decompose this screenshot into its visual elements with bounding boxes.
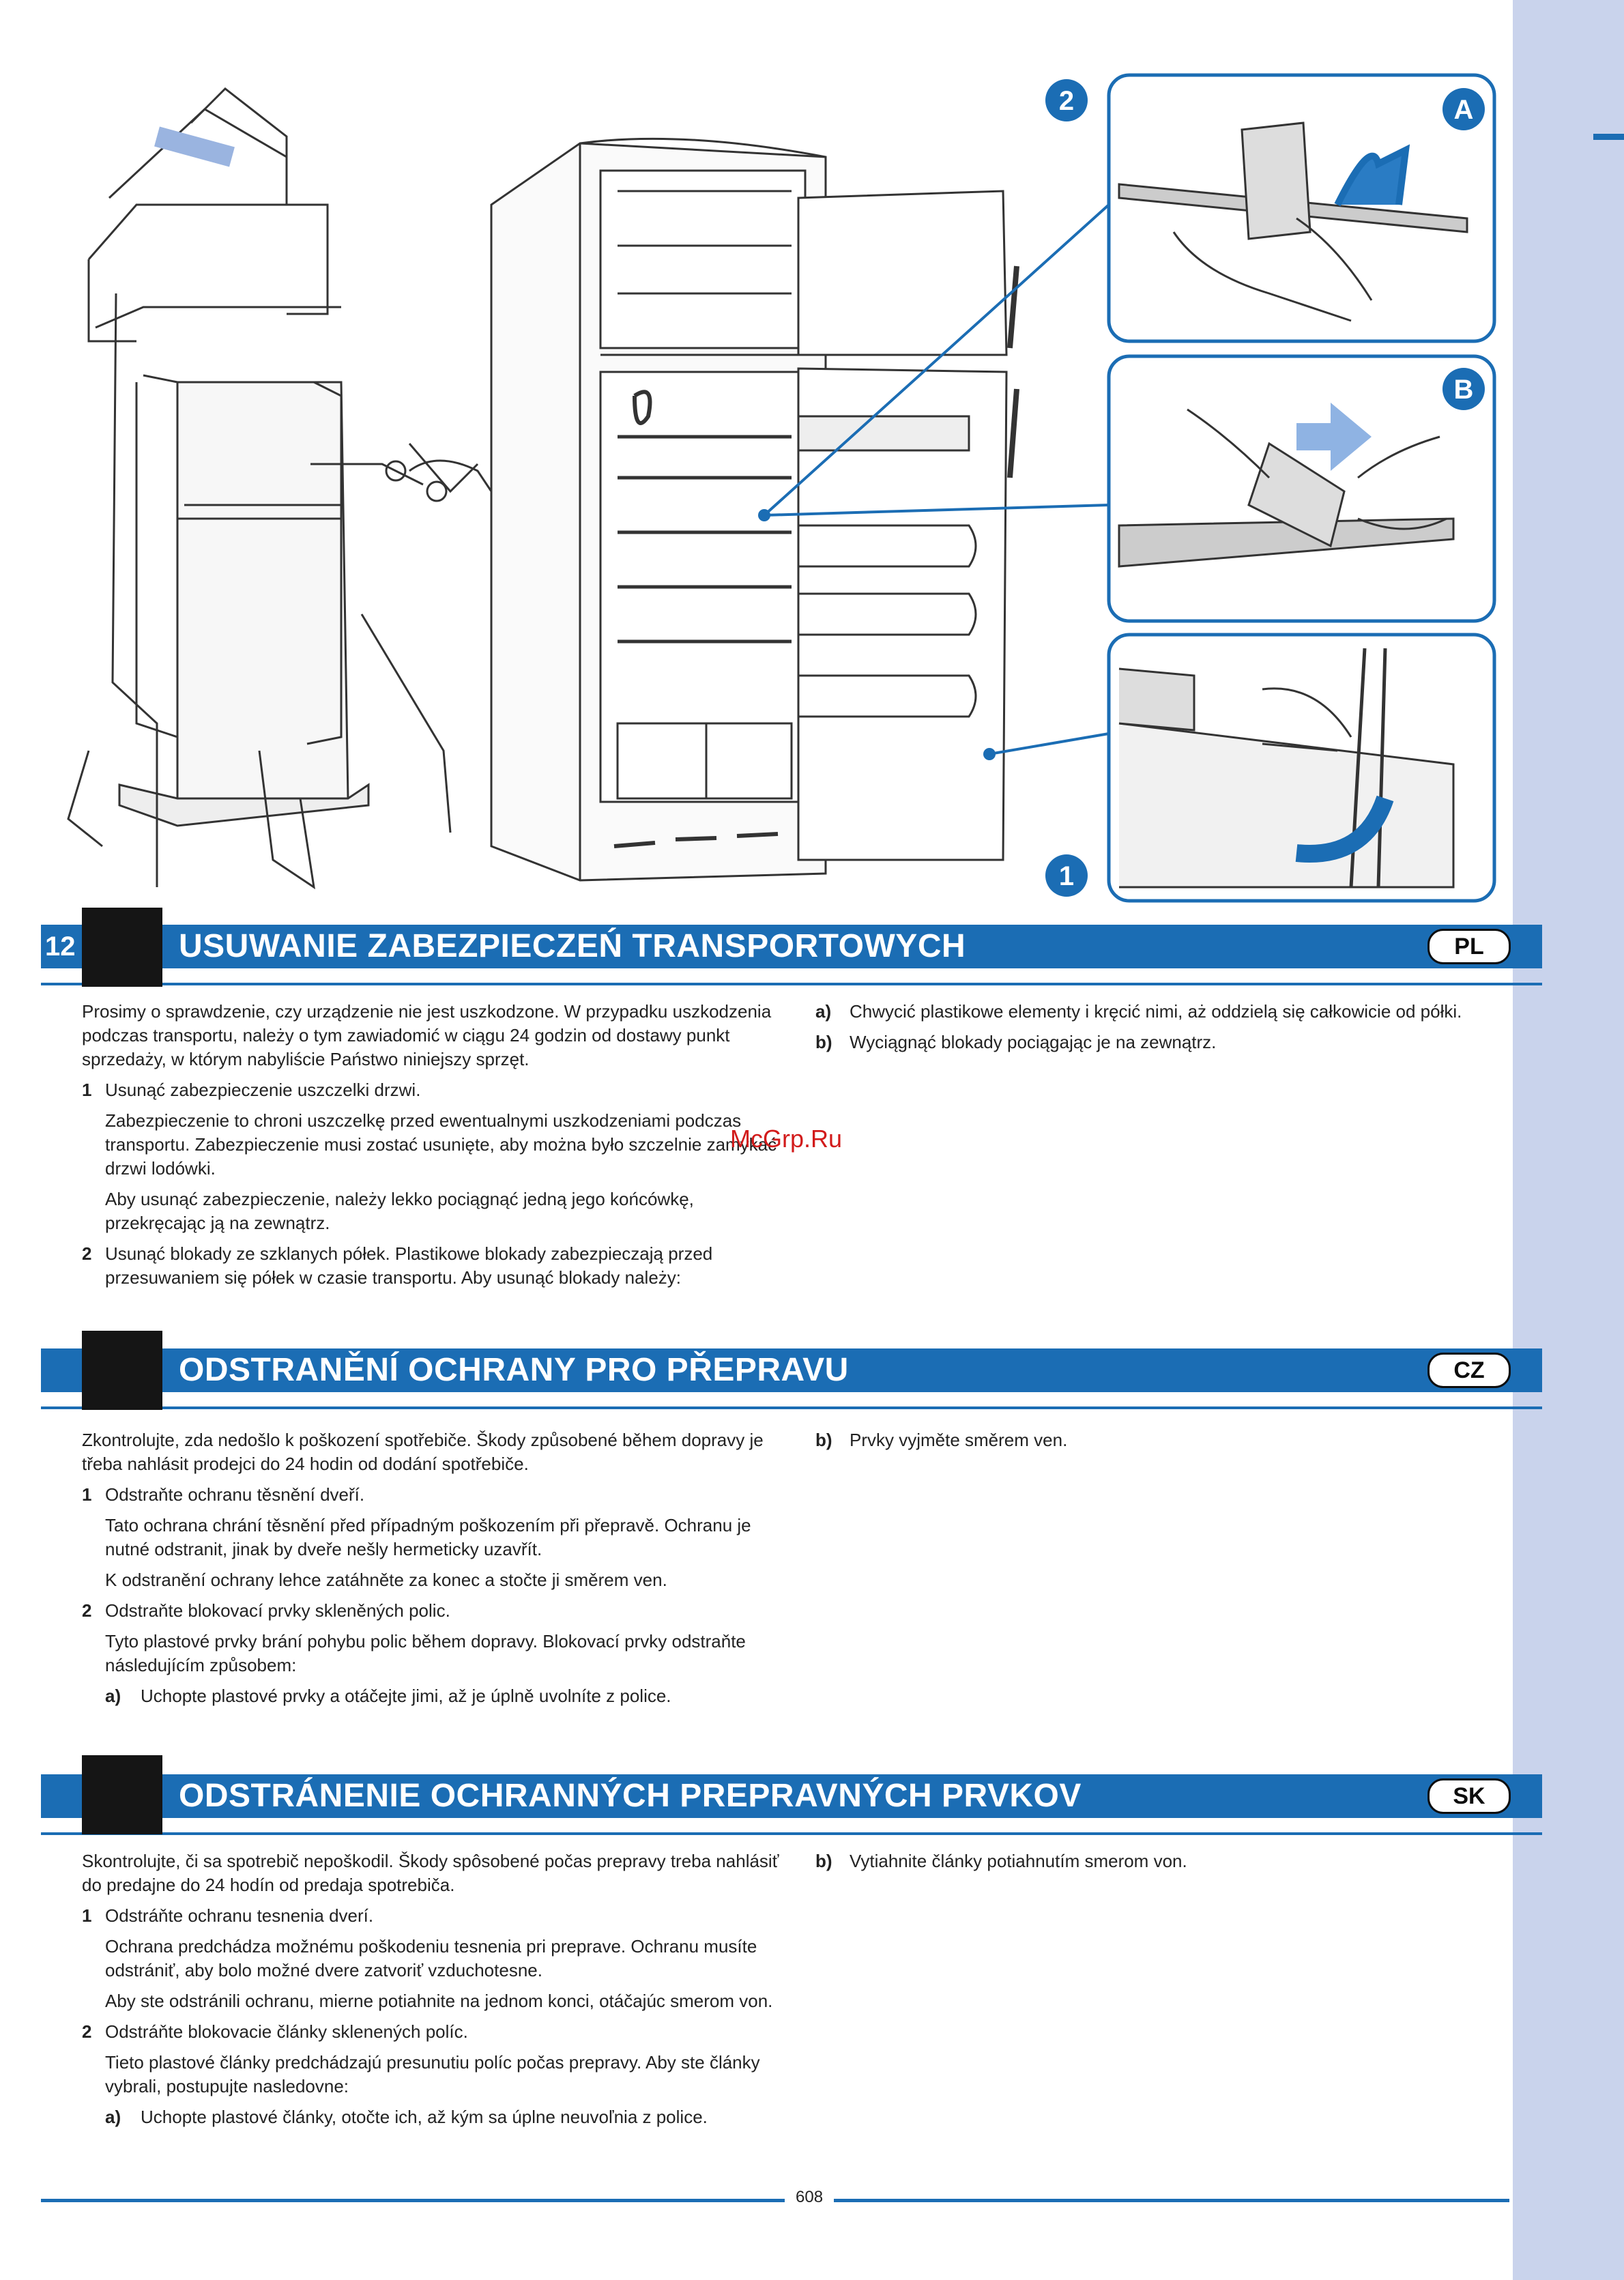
pl-step-2: Usunąć blokady ze szklanych półek. Plast… <box>105 1243 713 1288</box>
watermark: McGrp.Ru <box>730 1125 843 1153</box>
cz-step-1: Odstraňte ochranu těsnění dveří. <box>105 1484 365 1505</box>
sk-step-a: Uchopte plastové články, otočte ich, až … <box>141 2107 708 2127</box>
book-icon <box>82 1331 162 1410</box>
pl-intro: Prosimy o sprawdzenie, czy urządzenie ni… <box>82 1001 772 1069</box>
section-title-pl: USUWANIE ZABEZPIECZEŃ TRANSPORTOWYCH <box>179 928 966 964</box>
callout-a-label: A <box>1454 95 1474 125</box>
side-tab-marker <box>1593 134 1624 140</box>
callout-connectors <box>763 203 1110 755</box>
sk-step-1: Odstráňte ochranu tesnenia dverí. <box>105 1905 374 1926</box>
sk-step-2: Odstráňte blokovacie články sklenených p… <box>105 2021 468 2042</box>
shelf-point-marker <box>758 509 770 521</box>
cz-step-1-howto: K odstranění ochrany lehce zatáhněte za … <box>105 1570 667 1590</box>
section-header-pl <box>41 925 1542 968</box>
section-rule-cz <box>41 1406 1542 1409</box>
pl-right-column: a)Chwycić plastikowe elementy i kręcić n… <box>815 1001 1462 1052</box>
section-rule-pl <box>41 983 1542 985</box>
cz-step-2-detail: Tyto plastové prvky brání pohybu polic b… <box>105 1631 746 1675</box>
pl-step-1: Usunąć zabezpieczenie uszczelki drzwi. <box>105 1080 421 1100</box>
cz-intro: Zkontrolujte, zda nedošlo k poškození sp… <box>82 1430 764 1474</box>
pl-step-1-howto: Aby usunąć zabezpieczenie, należy lekko … <box>105 1189 694 1233</box>
section-title-sk: ODSTRÁNENIE OCHRANNÝCH PREPRAVNÝCH PRVKO… <box>179 1778 1082 1814</box>
section-title-cz: ODSTRANĚNÍ OCHRANY PRO PŘEPRAVU <box>179 1352 849 1388</box>
callout-badges <box>1045 79 1485 897</box>
page-number: 12 <box>45 932 76 962</box>
cz-step-b: Prvky vyjměte směrem ven. <box>850 1430 1068 1450</box>
footer-page-number: 608 <box>796 2188 824 2206</box>
detail-panel-a <box>1107 73 1496 343</box>
callout-2-label: 2 <box>1059 86 1074 116</box>
open-fridge-drawing <box>490 137 1019 882</box>
sk-right-column: b)Vytiahnite články potiahnutím smerom v… <box>815 1851 1187 1871</box>
section-header-cz <box>41 1348 1542 1392</box>
callout-b-label: B <box>1454 375 1474 405</box>
side-tab-strip <box>1513 0 1624 2280</box>
book-icon <box>82 908 162 987</box>
sk-intro: Skontrolujte, či sa spotrebič nepoškodil… <box>82 1851 779 1895</box>
packed-fridge-drawing <box>67 87 493 890</box>
callout-1-label: 1 <box>1059 861 1074 891</box>
sk-left-column: Skontrolujte, či sa spotrebič nepoškodil… <box>82 1849 783 2129</box>
language-badge-sk: SK <box>1427 1778 1511 1814</box>
detail-panel-door <box>1107 633 1496 903</box>
pl-step-a: Chwycić plastikowe elementy i kręcić nim… <box>850 1001 1462 1022</box>
footer-rule-left <box>41 2199 785 2202</box>
pl-step-1-detail: Zabezpieczenie to chroni uszczelkę przed… <box>105 1110 777 1179</box>
door-point-marker <box>983 748 996 760</box>
sk-step-b: Vytiahnite články potiahnutím smerom von… <box>850 1851 1187 1871</box>
language-badge-cz: CZ <box>1427 1353 1511 1388</box>
pl-step-b: Wyciągnąć blokady pociągając je na zewną… <box>850 1032 1217 1052</box>
cz-step-1-detail: Tato ochrana chrání těsnění před případn… <box>105 1515 751 1559</box>
book-icon <box>82 1755 162 1834</box>
cz-step-2: Odstraňte blokovací prvky skleněných pol… <box>105 1600 450 1621</box>
cz-left-column: Zkontrolujte, zda nedošlo k poškození sp… <box>82 1428 783 1708</box>
pl-left-column: Prosimy o sprawdzenie, czy urządzenie ni… <box>82 1000 783 1290</box>
section-header-sk <box>41 1774 1542 1818</box>
sk-step-1-howto: Aby ste odstránili ochranu, mierne potia… <box>105 1991 773 2011</box>
detail-panel-b <box>1107 354 1496 623</box>
footer-rule-right <box>834 2199 1509 2202</box>
section-rule-sk <box>41 1832 1542 1835</box>
cz-right-column: b)Prvky vyjměte směrem ven. <box>815 1430 1068 1450</box>
language-badge-pl: PL <box>1427 929 1511 964</box>
sk-step-1-detail: Ochrana predchádza možnému poškodeniu te… <box>105 1936 757 1980</box>
sk-step-2-detail: Tieto plastové články predchádzajú presu… <box>105 2052 760 2096</box>
cz-step-a: Uchopte plastové prvky a otáčejte jimi, … <box>141 1686 671 1706</box>
installation-illustration: 2 A B 1 <box>67 73 1496 903</box>
